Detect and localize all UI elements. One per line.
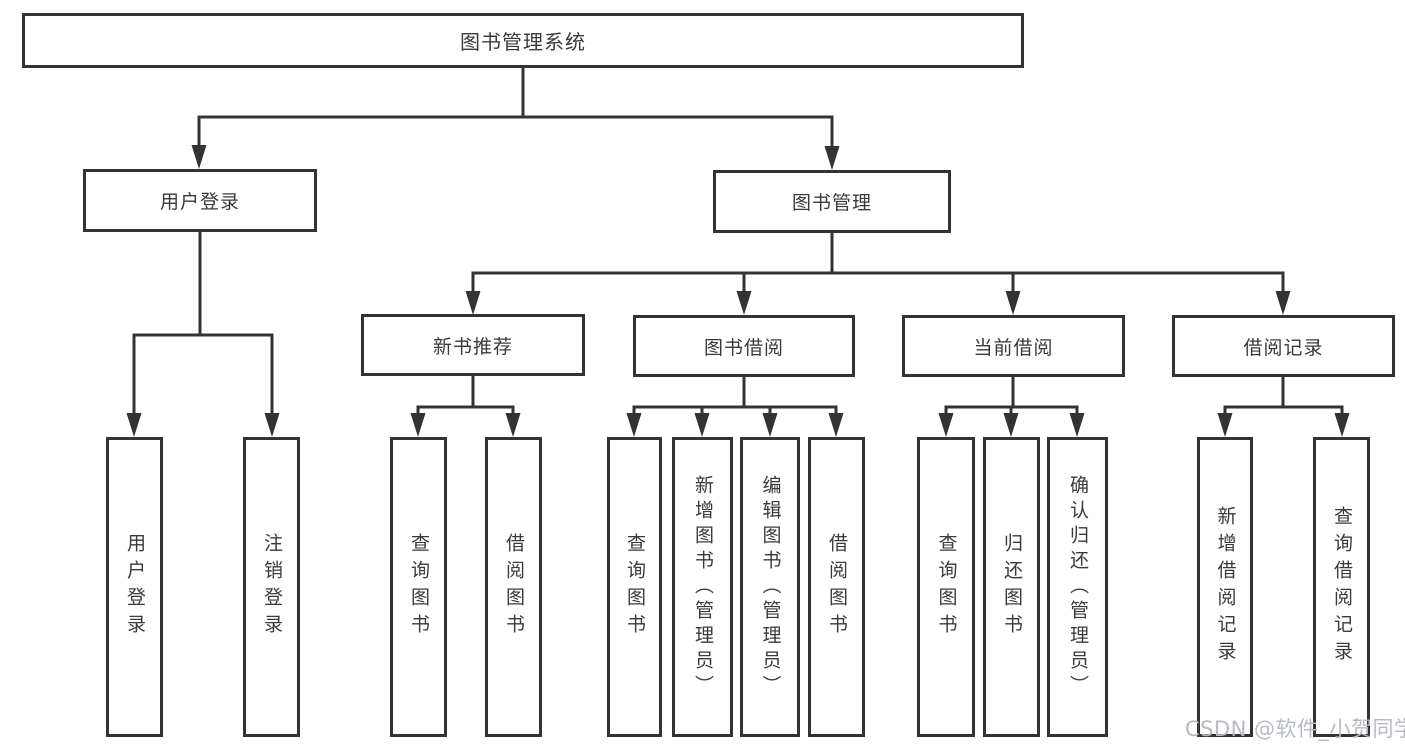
node-root-label: 图书管理系统 [460,30,586,54]
node-query-borrow-record-label: 查询借阅记录 [1331,506,1353,668]
arrowhead-icon [191,145,207,169]
connector-book-borrow-branch [626,375,844,437]
node-query-books-current: 查询图书 [917,437,975,737]
connector-new-book-recommend-branch [410,374,521,437]
arrowhead-icon [1069,413,1085,437]
arrowhead-icon [626,413,642,437]
node-query-books-recommend: 查询图书 [390,437,447,737]
node-new-book-recommend-label: 新书推荐 [432,335,513,358]
connector-book-management-branch [465,231,1291,315]
node-book-borrow-label: 图书借阅 [703,336,784,359]
node-confirm-return-admin-label: 确认归还（管理员） [1067,474,1089,700]
arrowhead-icon [1217,413,1233,437]
arrowhead-icon [465,291,481,315]
node-leaf-logout: 注销登录 [243,437,300,737]
arrowhead-icon [1275,291,1291,315]
node-leaf-user-login: 用户登录 [106,437,163,737]
node-borrow-records-label: 借阅记录 [1243,336,1324,359]
node-book-borrow: 图书借阅 [633,315,855,377]
arrowhead-icon [824,146,840,170]
node-user-login-label: 用户登录 [159,191,240,213]
arrowhead-icon [505,413,521,437]
node-query-books-recommend-label: 查询图书 [408,533,430,641]
csdn-watermark: CSDN @软件_小贺同学 [1185,717,1405,741]
connector-user-login-branch [126,230,280,437]
node-query-books-current-label: 查询图书 [935,533,958,641]
node-edit-book-admin: 编辑图书（管理员） [740,437,800,737]
node-borrow-records: 借阅记录 [1172,315,1395,377]
node-query-books-borrow: 查询图书 [607,437,662,737]
arrowhead-icon [1334,413,1350,437]
node-add-book-admin-label: 新增图书（管理员） [692,474,714,700]
connector-root-to-level2 [191,66,840,170]
node-borrow-books-leaf-label: 借阅图书 [826,533,848,641]
arrowhead-icon [736,291,752,315]
node-borrow-books-leaf: 借阅图书 [808,437,865,737]
arrowhead-icon [1005,291,1021,315]
node-root: 图书管理系统 [22,13,1024,68]
arrowhead-icon [762,413,778,437]
node-leaf-user-login-label: 用户登录 [124,533,146,641]
arrowhead-icon [694,413,710,437]
node-book-management-label: 图书管理 [791,192,872,214]
node-add-borrow-record-label: 新增借阅记录 [1214,506,1237,668]
node-add-book-admin: 新增图书（管理员） [672,437,733,737]
node-book-management: 图书管理 [713,170,951,233]
connector-borrow-records-branch [1217,375,1350,437]
node-leaf-logout-label: 注销登录 [261,533,283,641]
arrowhead-icon [1003,413,1019,437]
arrowhead-icon [938,413,954,437]
arrowhead-icon [264,413,280,437]
connector-current-borrow-branch [938,375,1085,437]
node-borrow-books-recommend: 借阅图书 [485,437,542,737]
node-borrow-books-recommend-label: 借阅图书 [503,533,525,641]
node-query-books-borrow-label: 查询图书 [624,533,646,641]
node-confirm-return-admin: 确认归还（管理员） [1047,437,1108,737]
arrowhead-icon [126,413,142,437]
node-return-book-label: 归还图书 [1001,533,1023,641]
node-add-borrow-record: 新增借阅记录 [1197,437,1253,737]
node-new-book-recommend: 新书推荐 [361,314,585,376]
node-current-borrow: 当前借阅 [902,315,1125,377]
node-edit-book-admin-label: 编辑图书（管理员） [759,474,782,700]
node-query-borrow-record: 查询借阅记录 [1313,437,1370,737]
node-current-borrow-label: 当前借阅 [973,336,1054,359]
arrowhead-icon [828,413,844,437]
node-user-login: 用户登录 [83,169,317,232]
node-return-book: 归还图书 [983,437,1040,737]
arrowhead-icon [410,413,426,437]
